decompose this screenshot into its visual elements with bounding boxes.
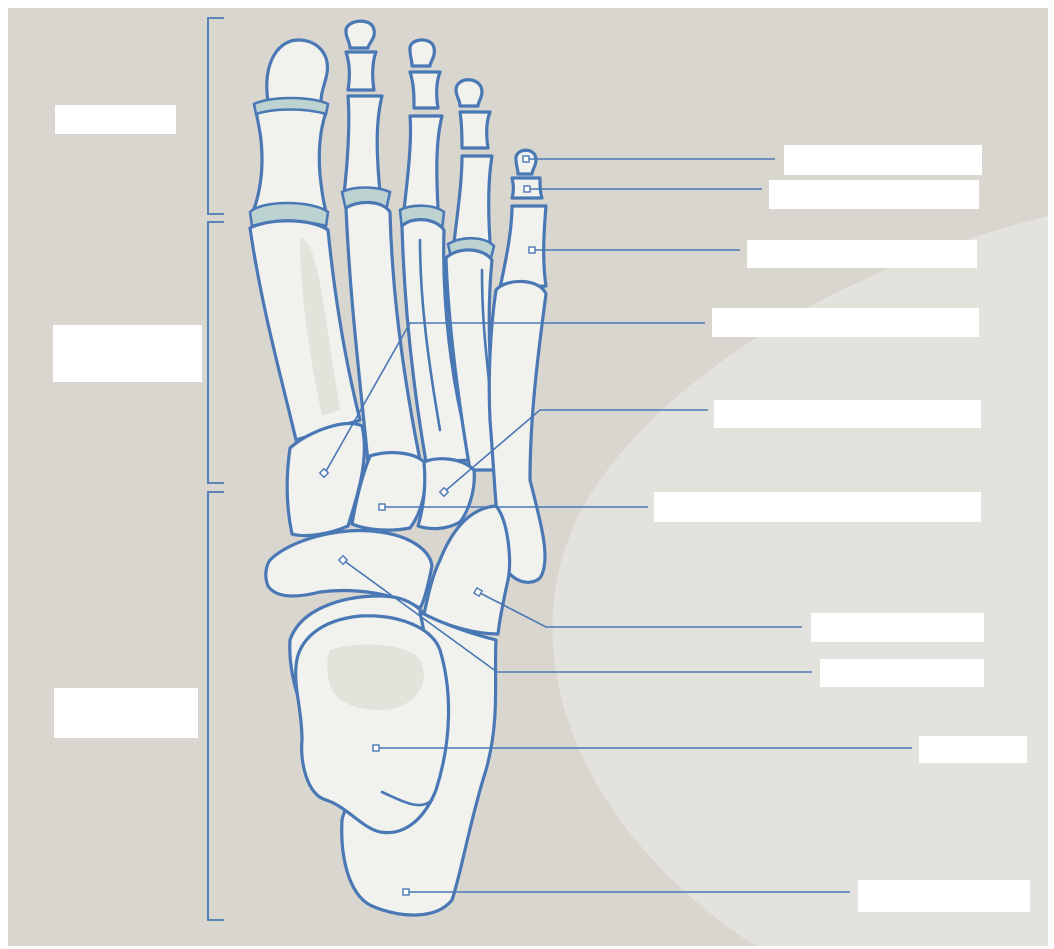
hallux-proximal-phalanx bbox=[252, 106, 326, 214]
group-label-tarsals[interactable] bbox=[54, 688, 198, 738]
label-cuboid[interactable] bbox=[811, 613, 984, 642]
label-medial-cuneiform[interactable] bbox=[712, 308, 979, 337]
label-proximal-phalanx[interactable] bbox=[747, 240, 977, 268]
label-middle-phalanx[interactable] bbox=[769, 180, 979, 209]
marker-middle-phalanx bbox=[524, 186, 530, 192]
label-distal-phalanx[interactable] bbox=[784, 145, 982, 175]
label-lateral-cuneiform[interactable] bbox=[714, 400, 981, 428]
toe3-middle-phalanx bbox=[410, 72, 440, 108]
group-label-metatarsals[interactable] bbox=[53, 325, 202, 382]
toe2-distal-phalanx bbox=[346, 21, 374, 48]
group-label-phalanges[interactable] bbox=[55, 105, 176, 134]
marker-intermediate-cuneiform bbox=[379, 504, 385, 510]
toe2-middle-phalanx bbox=[346, 52, 376, 90]
label-talus[interactable] bbox=[919, 736, 1027, 763]
marker-calcaneus bbox=[403, 889, 409, 895]
marker-talus bbox=[373, 745, 379, 751]
toe4-middle-phalanx bbox=[460, 112, 490, 148]
toe3-distal-phalanx bbox=[410, 40, 435, 66]
label-intermediate-cuneiform[interactable] bbox=[654, 492, 981, 522]
toe3-proximal-phalanx bbox=[404, 116, 442, 210]
marker-proximal-phalanx bbox=[529, 247, 535, 253]
toe2-proximal-phalanx bbox=[344, 96, 382, 194]
marker-distal-phalanx bbox=[523, 156, 529, 162]
talus-shade bbox=[327, 645, 424, 710]
toe4-distal-phalanx bbox=[456, 80, 482, 106]
label-navicular[interactable] bbox=[820, 659, 984, 687]
label-calcaneus[interactable] bbox=[858, 880, 1030, 912]
